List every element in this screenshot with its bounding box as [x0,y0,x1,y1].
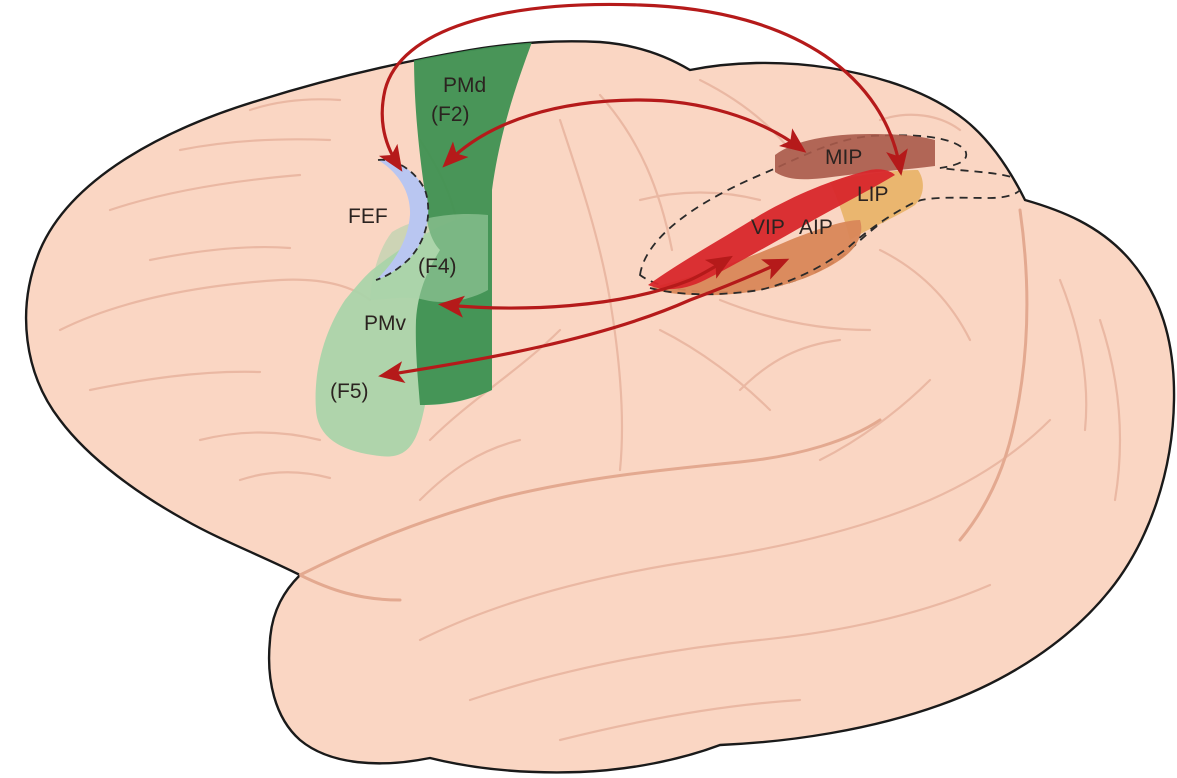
label-f5: (F5) [330,380,369,403]
connection-arrows [378,2,908,384]
label-vip: VIP [751,216,785,239]
label-pmv: PMv [364,312,407,335]
label-fef: FEF [348,205,388,228]
arrow-f2-mip [442,98,807,168]
label-aip: AIP [799,216,833,239]
label-lip: LIP [857,183,889,206]
label-pmd: PMd [443,74,486,97]
brain-outline [24,40,1176,774]
label-f2: (F2) [431,103,470,126]
label-f4: (F4) [418,255,457,278]
arrow-f5-aip [378,258,790,384]
arrow-lip-to-fef [378,2,908,176]
label-mip: MIP [825,146,862,169]
